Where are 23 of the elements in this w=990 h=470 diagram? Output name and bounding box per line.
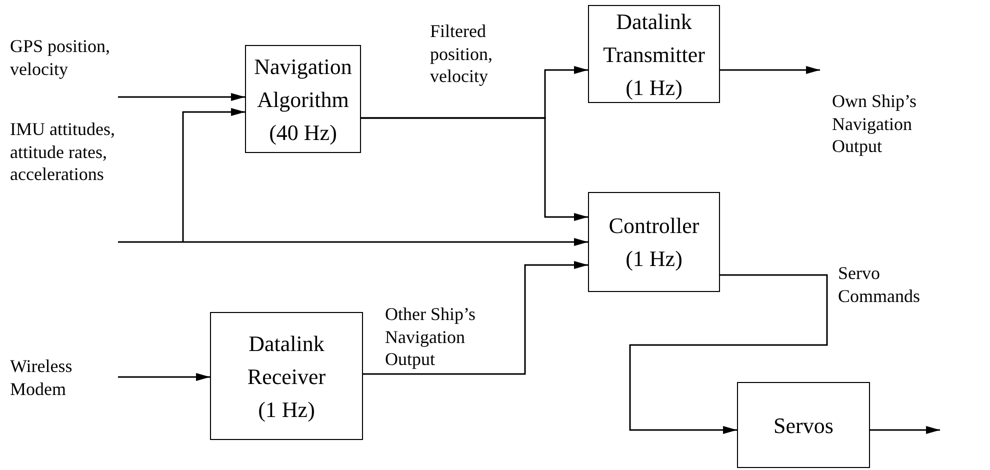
arrow: [118, 373, 210, 381]
rate-label: (1 Hz): [626, 74, 682, 102]
arrow: [629, 274, 828, 434]
process-box: [737, 382, 870, 468]
arrow: [118, 93, 245, 101]
box-title: Controller: [608, 212, 700, 240]
arrow: [870, 426, 940, 434]
process-box: [588, 192, 720, 292]
rate-label: (40 Hz): [269, 118, 337, 147]
arrow: [182, 108, 245, 242]
rate-label: (1 Hz): [258, 396, 315, 424]
arrow: [720, 66, 820, 74]
process-box: [210, 312, 363, 440]
process-box: [245, 45, 361, 153]
process-box: [588, 5, 720, 103]
arrow: [363, 261, 588, 375]
box-title: Navigation Algorithm: [253, 52, 353, 114]
box-title: Datalink Receiver: [246, 330, 327, 390]
arrow: [361, 117, 588, 221]
box-title: Datalink Transmitter: [602, 8, 706, 68]
box-title: Servos: [774, 412, 834, 440]
rate-label: (1 Hz): [626, 245, 682, 273]
arrow: [118, 238, 588, 246]
